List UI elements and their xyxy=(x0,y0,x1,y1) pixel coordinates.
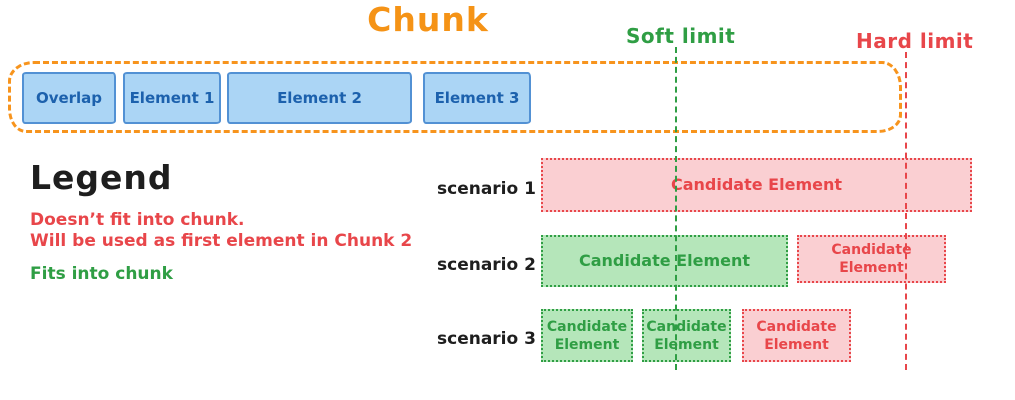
hard-limit-line xyxy=(905,52,907,370)
legend-heading: Legend xyxy=(30,158,173,197)
candidate-element-label: Candidate Element xyxy=(546,318,628,353)
scenario-1-label: scenario 1 xyxy=(437,179,536,199)
legend-green-text: Fits into chunk xyxy=(30,264,173,284)
candidate-element-label: Candidate Element xyxy=(578,251,750,270)
candidate-element-label: Candidate Element xyxy=(756,318,837,353)
chunk-element-2: Element 2 xyxy=(227,72,412,124)
soft-limit-label: Soft limit xyxy=(626,24,736,48)
scenario-3-candidate-red: Candidate Element xyxy=(742,309,851,362)
chunk-element-label: Overlap xyxy=(35,89,103,107)
scenario-3-candidate-green-1: Candidate Element xyxy=(541,309,633,362)
candidate-element-label: Candidate Element xyxy=(646,318,727,353)
legend-red-text: Doesn’t fit into chunk. Will be used as … xyxy=(30,210,412,252)
chunk-container xyxy=(8,61,902,133)
scenario-3-label: scenario 3 xyxy=(437,329,536,349)
candidate-element-label: Candidate Element xyxy=(670,175,842,194)
chunk-element-label: Element 3 xyxy=(434,89,520,107)
scenario-1-candidate-red: Candidate Element xyxy=(541,158,972,212)
chunk-element-3: Element 3 xyxy=(423,72,531,124)
scenario-2-candidate-red: Candidate Element xyxy=(797,235,946,283)
legend-red-line-1: Doesn’t fit into chunk. xyxy=(30,210,245,230)
chunk-title: Chunk xyxy=(367,0,489,39)
hard-limit-label: Hard limit xyxy=(856,29,974,53)
scenario-3-candidate-green-2: Candidate Element xyxy=(642,309,731,362)
chunk-element-label: Element 2 xyxy=(277,89,362,107)
scenario-2-candidate-green: Candidate Element xyxy=(541,235,788,287)
scenario-2-label: scenario 2 xyxy=(437,255,536,275)
chunk-element-overlap: Overlap xyxy=(22,72,116,124)
legend-red-line-2: Will be used as first element in Chunk 2 xyxy=(30,231,413,251)
chunk-element-label: Element 1 xyxy=(129,89,215,107)
chunk-element-1: Element 1 xyxy=(123,72,221,124)
candidate-element-label: Candidate Element xyxy=(831,242,912,276)
soft-limit-line xyxy=(675,47,677,370)
